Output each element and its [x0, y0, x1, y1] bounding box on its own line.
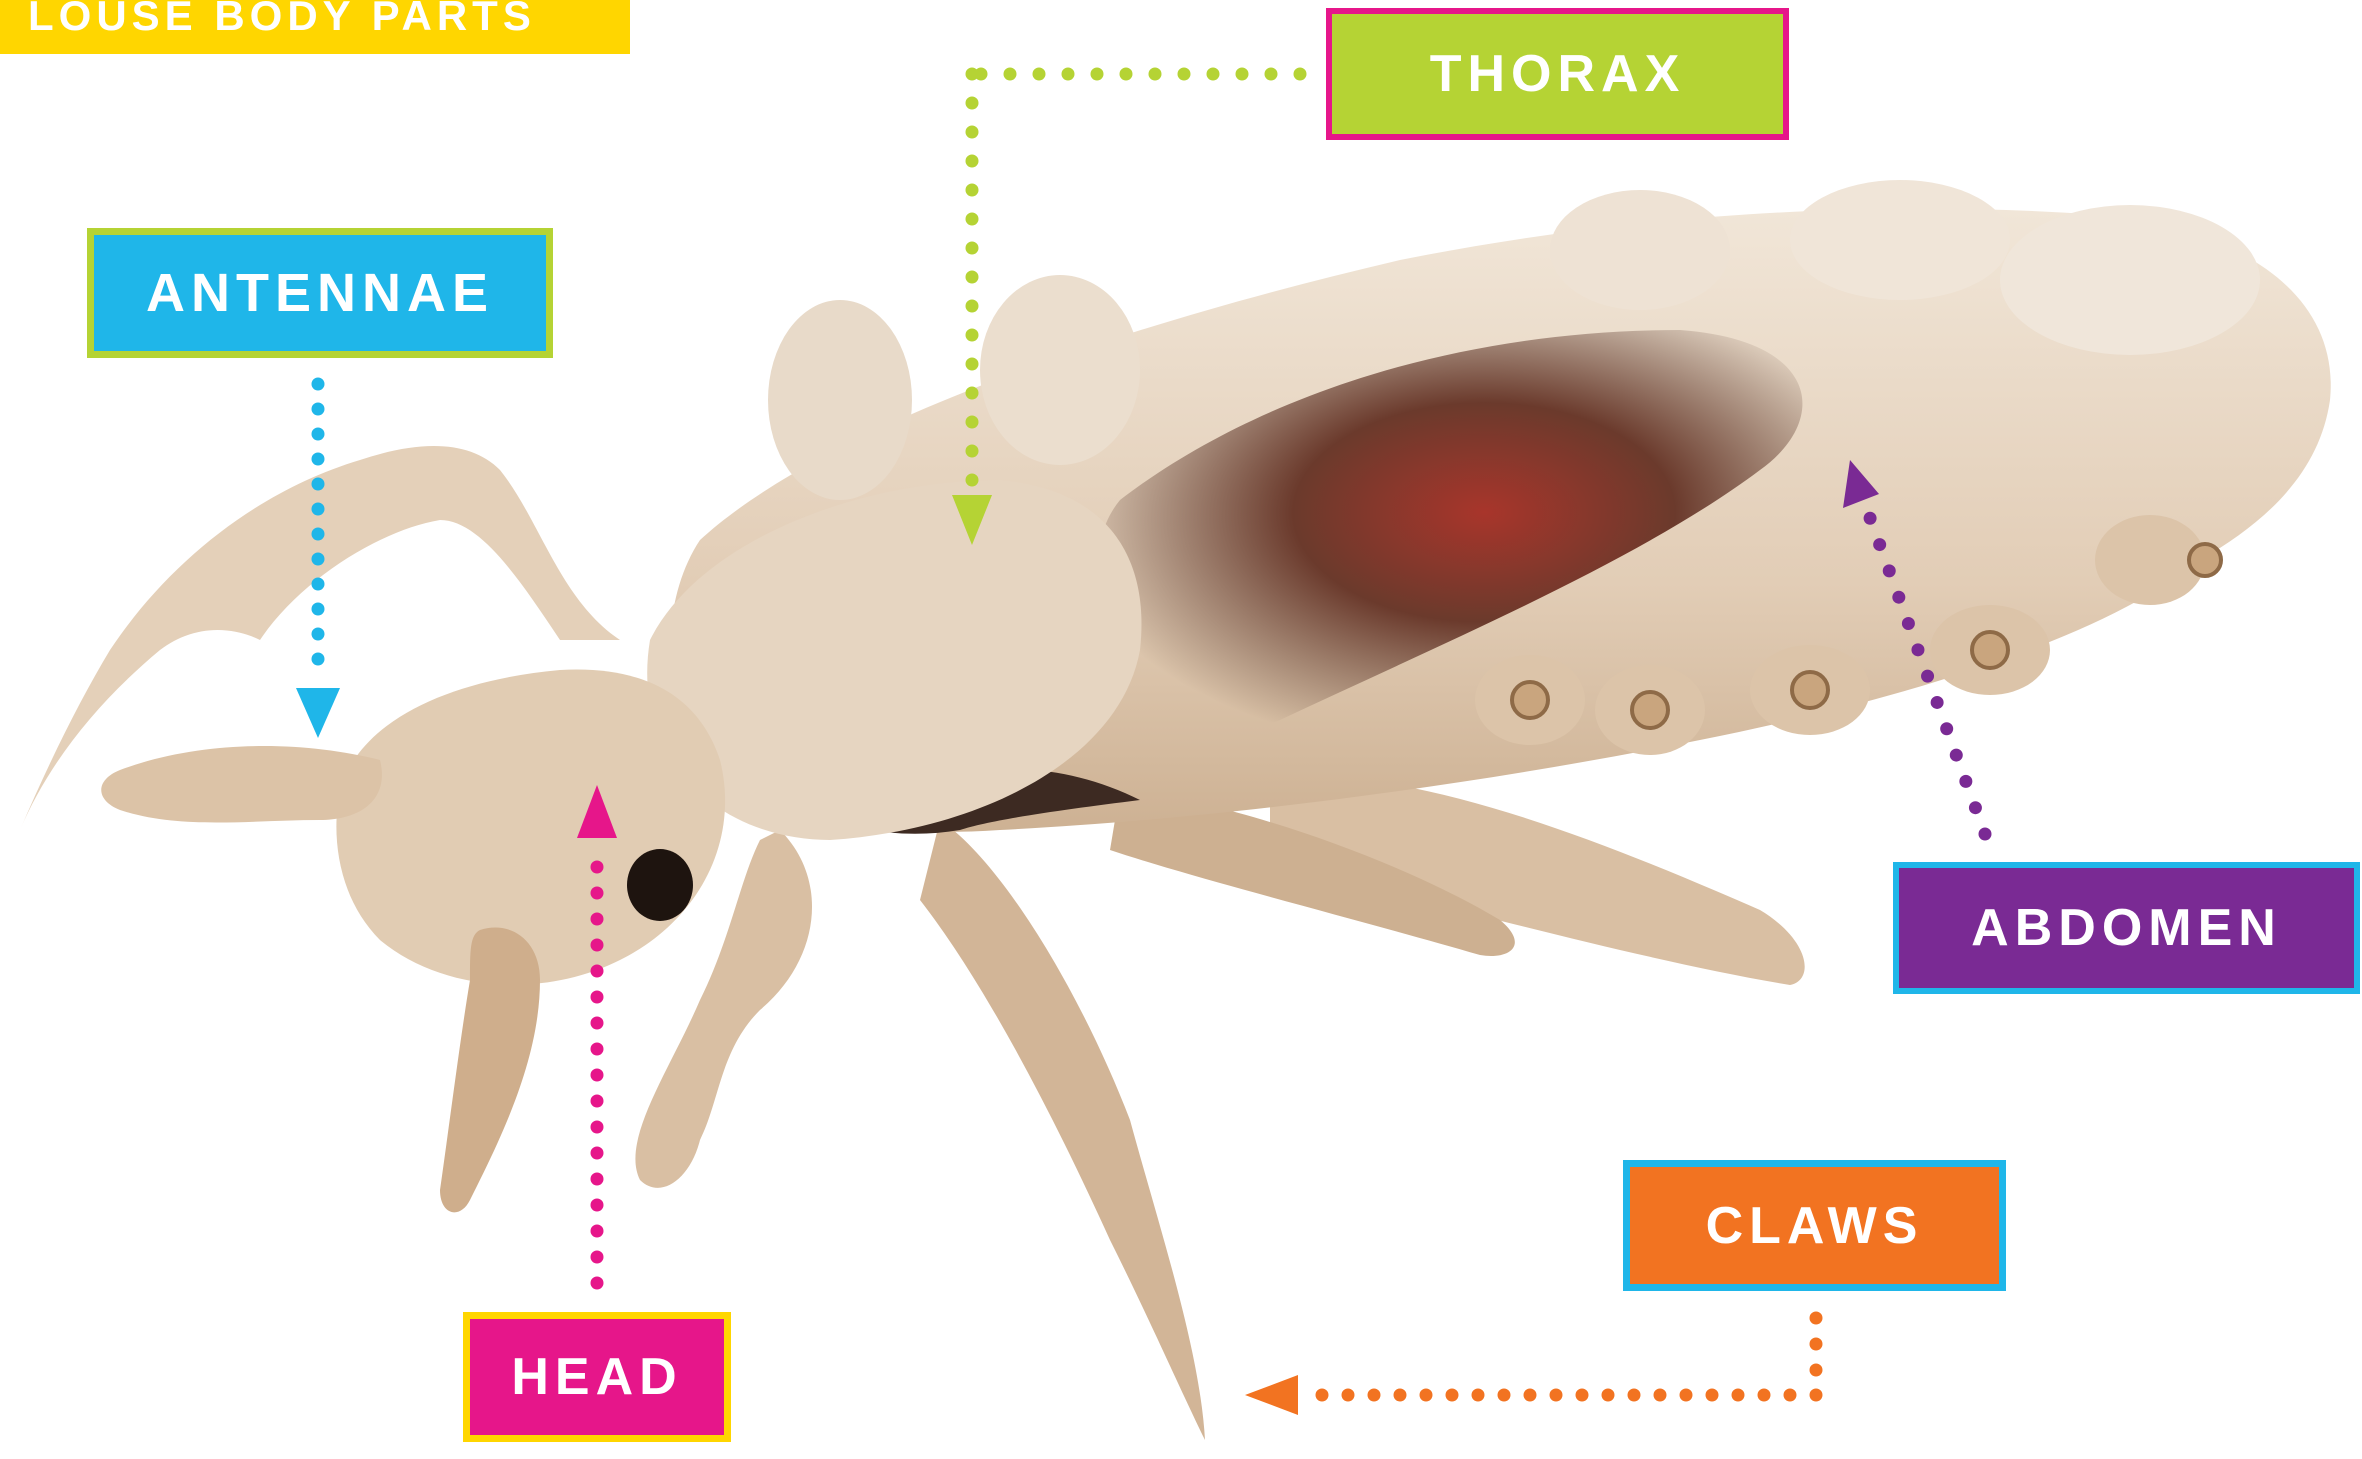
label-head: HEAD: [463, 1312, 731, 1442]
label-antennae: ANTENNAE: [87, 228, 553, 358]
label-claws: CLAWS: [1623, 1160, 2006, 1291]
claws-pointer: [1245, 1318, 1816, 1415]
label-thorax: THORAX: [1326, 8, 1789, 140]
diagram-title: LOUSE BODY PARTS: [0, 0, 630, 54]
label-abdomen: ABDOMEN: [1893, 862, 2360, 994]
